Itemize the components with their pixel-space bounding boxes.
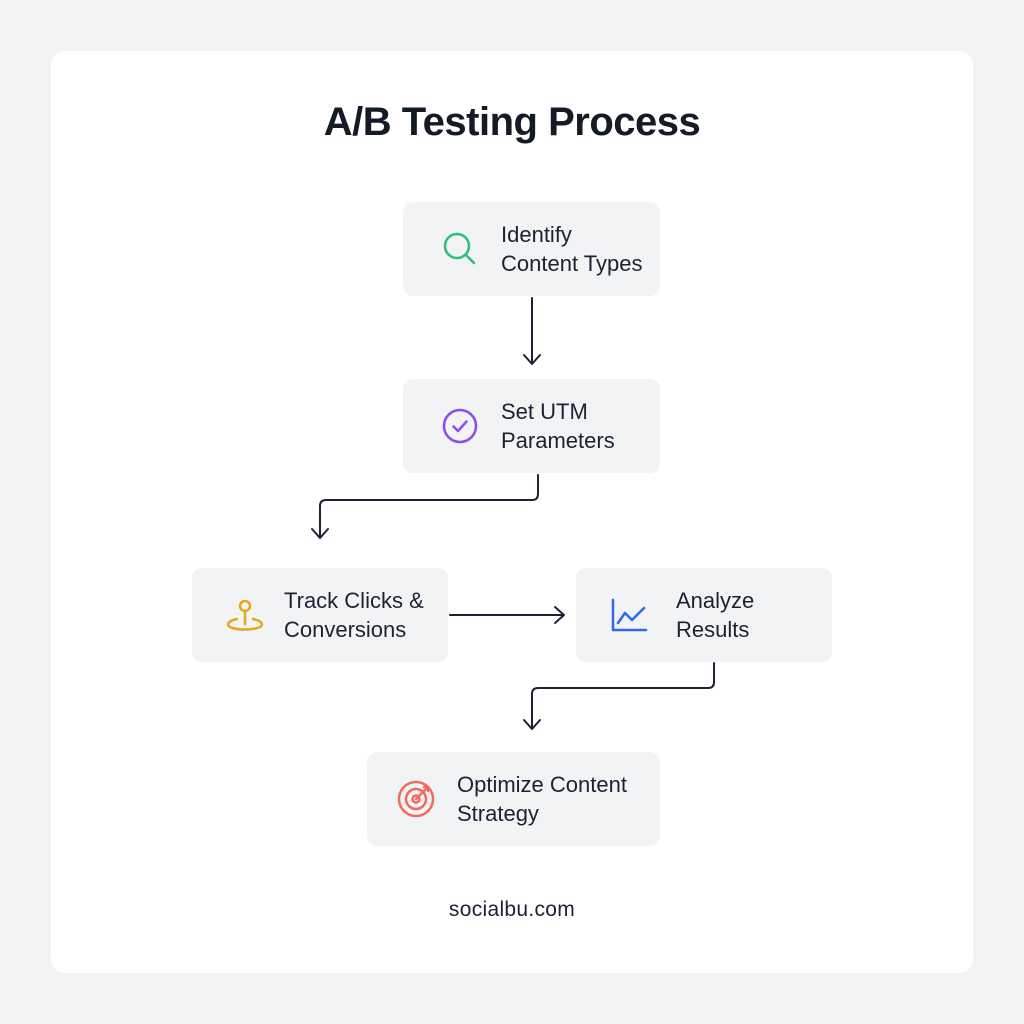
target-icon — [395, 778, 437, 820]
step-label-line: Set UTM — [501, 399, 588, 424]
step-label-line: Optimize Content — [457, 772, 627, 797]
page-title: A/B Testing Process — [323, 100, 701, 144]
step-label-line: Conversions — [284, 617, 407, 642]
step-optimize-content-strategy: Optimize Content Strategy — [367, 752, 660, 846]
step-label: Identify Content Types — [501, 220, 642, 278]
step-label-line: Identify — [501, 222, 572, 247]
step-label-line: Content Types — [501, 251, 643, 276]
step-label-line: Parameters — [501, 428, 615, 453]
line-chart-icon — [608, 594, 650, 636]
step-label: Optimize Content Strategy — [457, 770, 627, 828]
step-analyze-results: Analyze Results — [576, 568, 832, 662]
step-label-line: Results — [676, 617, 750, 642]
check-circle-icon — [439, 405, 481, 447]
step-label-line: Analyze — [676, 588, 755, 613]
step-label: Set UTM Parameters — [501, 397, 615, 455]
step-track-clicks-conversions: Track Clicks & Conversions — [192, 568, 448, 662]
footer-brand: socialbu.com — [448, 898, 576, 921]
search-icon — [439, 228, 481, 270]
step-set-utm-parameters: Set UTM Parameters — [403, 379, 660, 473]
location-pin-icon — [224, 594, 266, 636]
step-label: Track Clicks & Conversions — [284, 586, 424, 644]
step-label-line: Strategy — [457, 801, 539, 826]
step-identify-content-types: Identify Content Types — [403, 202, 660, 296]
step-label: Analyze Results — [676, 586, 754, 644]
step-label-line: Track Clicks & — [284, 588, 424, 613]
